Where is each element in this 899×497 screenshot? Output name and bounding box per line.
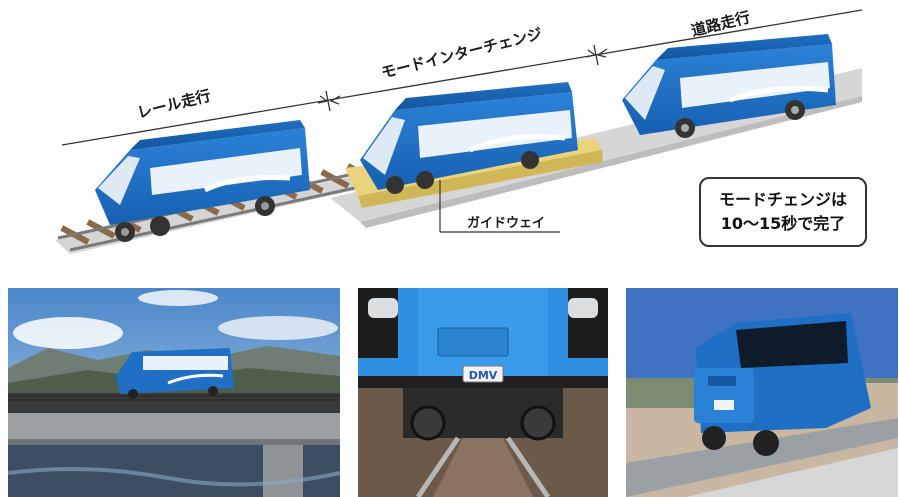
bus-front (694, 313, 871, 456)
photo-bus-underside: DMV (358, 288, 608, 497)
mode-change-note: モードチェンジは 10〜15秒で完了 (699, 177, 867, 247)
bus-on-bridge (116, 348, 234, 399)
note-line-2: 10〜15秒で完了 (720, 214, 846, 233)
front-scene (626, 288, 898, 497)
photo-bus-front (626, 288, 898, 497)
diagram-illustration (55, 9, 863, 254)
license-plate: DMV (462, 365, 504, 383)
bridge-scene (8, 288, 340, 497)
bus-rail-mode (95, 120, 310, 242)
plate-text: DMV (469, 369, 498, 382)
guideway-label: ガイドウェイ (467, 216, 546, 231)
bus-interchange-mode (360, 82, 578, 194)
note-line-1: モードチェンジは (718, 190, 847, 209)
photo-bus-on-bridge (8, 288, 340, 497)
stage-divider-line (61, 9, 863, 146)
bus-road-mode (622, 34, 836, 138)
mode-change-diagram: レール走行 モードインターチェンジ 道路走行 ガイドウェイ モードチェンジは 1… (55, 8, 867, 254)
underside-scene: DMV (358, 288, 608, 497)
